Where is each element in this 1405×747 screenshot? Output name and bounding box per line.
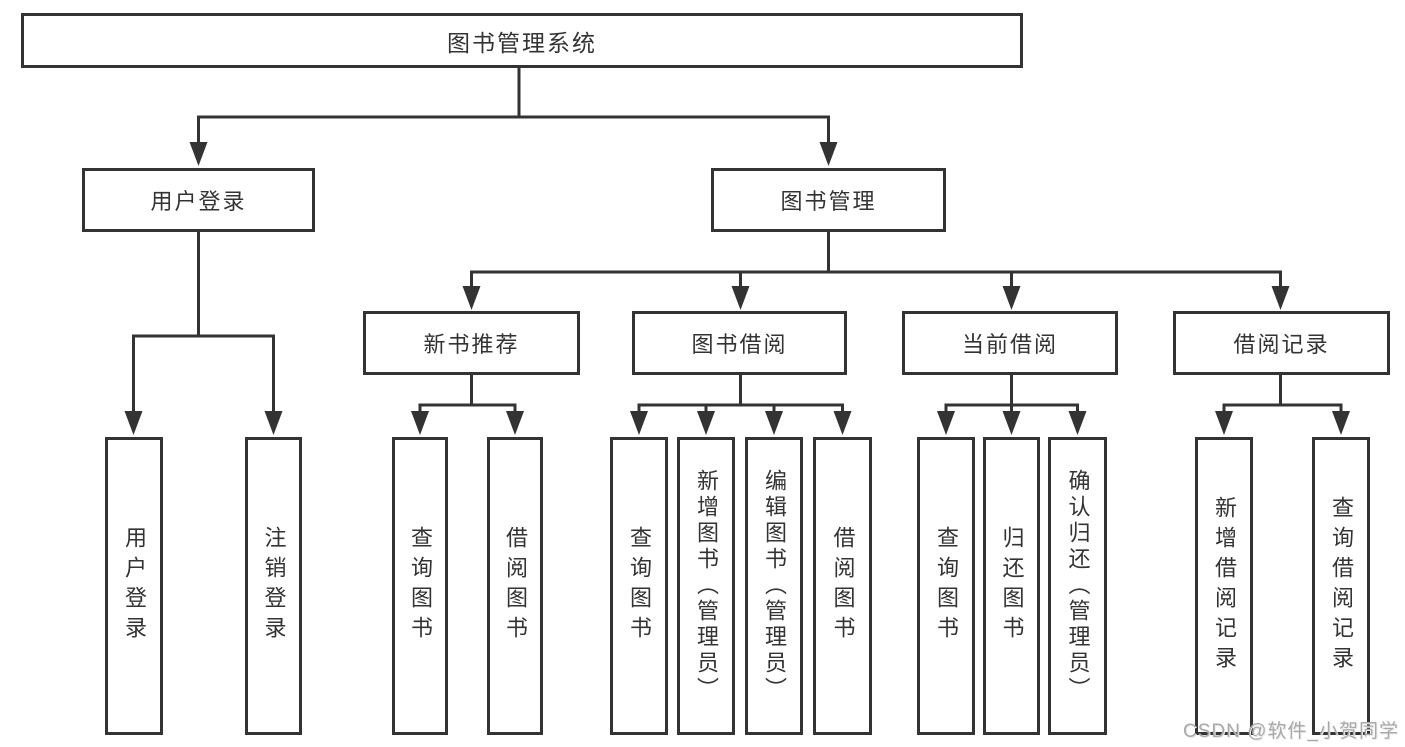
node-current-borrowing: 当前借阅 <box>902 311 1118 375</box>
leaf-borrow-books-label: 借阅图书 <box>503 526 528 646</box>
leaf-borrow-books: 借阅图书 <box>813 437 872 735</box>
leaf-add-borrow-record: 新增借阅记录 <box>1195 437 1253 735</box>
node-book-management: 图书管理 <box>711 168 946 232</box>
node-user-login-label: 用户登录 <box>150 189 247 214</box>
node-new-book-recommendation-label: 新书推荐 <box>423 332 520 357</box>
leaf-confirm-return-admin: 确认归还（管理员） <box>1048 437 1107 735</box>
node-book-management-label: 图书管理 <box>780 189 877 214</box>
node-book-borrowing-label: 图书借阅 <box>691 332 788 357</box>
leaf-query-books-label: 查询图书 <box>627 526 652 646</box>
leaf-add-books-admin: 新增图书（管理员） <box>677 437 735 735</box>
leaf-return-books: 归还图书 <box>983 437 1040 735</box>
leaf-query-books-label: 查询图书 <box>408 526 433 646</box>
leaf-query-books: 查询图书 <box>610 437 668 735</box>
leaf-query-borrow-record-label: 查询借阅记录 <box>1329 496 1354 676</box>
node-root-label: 图书管理系统 <box>447 29 597 56</box>
leaf-add-books-admin-label: 新增图书（管理员） <box>694 469 719 703</box>
leaf-query-books-label: 查询图书 <box>934 526 959 646</box>
node-borrowing-records-label: 借阅记录 <box>1233 332 1330 357</box>
leaf-user-login-label: 用户登录 <box>122 526 147 646</box>
leaf-user-login: 用户登录 <box>105 437 163 735</box>
leaf-query-books: 查询图书 <box>392 437 448 735</box>
node-new-book-recommendation: 新书推荐 <box>363 311 580 375</box>
node-user-login: 用户登录 <box>82 168 315 232</box>
leaf-add-borrow-record-label: 新增借阅记录 <box>1212 496 1237 676</box>
leaf-query-books: 查询图书 <box>917 437 975 735</box>
node-root: 图书管理系统 <box>21 13 1023 68</box>
leaf-edit-books-admin: 编辑图书（管理员） <box>745 437 803 735</box>
arrowheads <box>124 142 1350 435</box>
leaf-query-borrow-record: 查询借阅记录 <box>1312 437 1370 735</box>
leaf-logout-login-label: 注销登录 <box>261 526 287 646</box>
node-current-borrowing-label: 当前借阅 <box>961 332 1058 357</box>
leaf-borrow-books-label: 借阅图书 <box>830 526 856 646</box>
node-borrowing-records: 借阅记录 <box>1173 311 1390 375</box>
leaf-edit-books-admin-label: 编辑图书（管理员） <box>762 469 787 703</box>
leaf-return-books-label: 归还图书 <box>999 526 1025 646</box>
leaf-confirm-return-admin-label: 确认归还（管理员） <box>1065 469 1091 703</box>
node-book-borrowing: 图书借阅 <box>632 311 847 375</box>
leaf-borrow-books: 借阅图书 <box>487 437 543 735</box>
csdn-watermark: CSDN @软件_小贺同学 <box>1183 721 1399 742</box>
leaf-logout-login: 注销登录 <box>245 437 302 735</box>
